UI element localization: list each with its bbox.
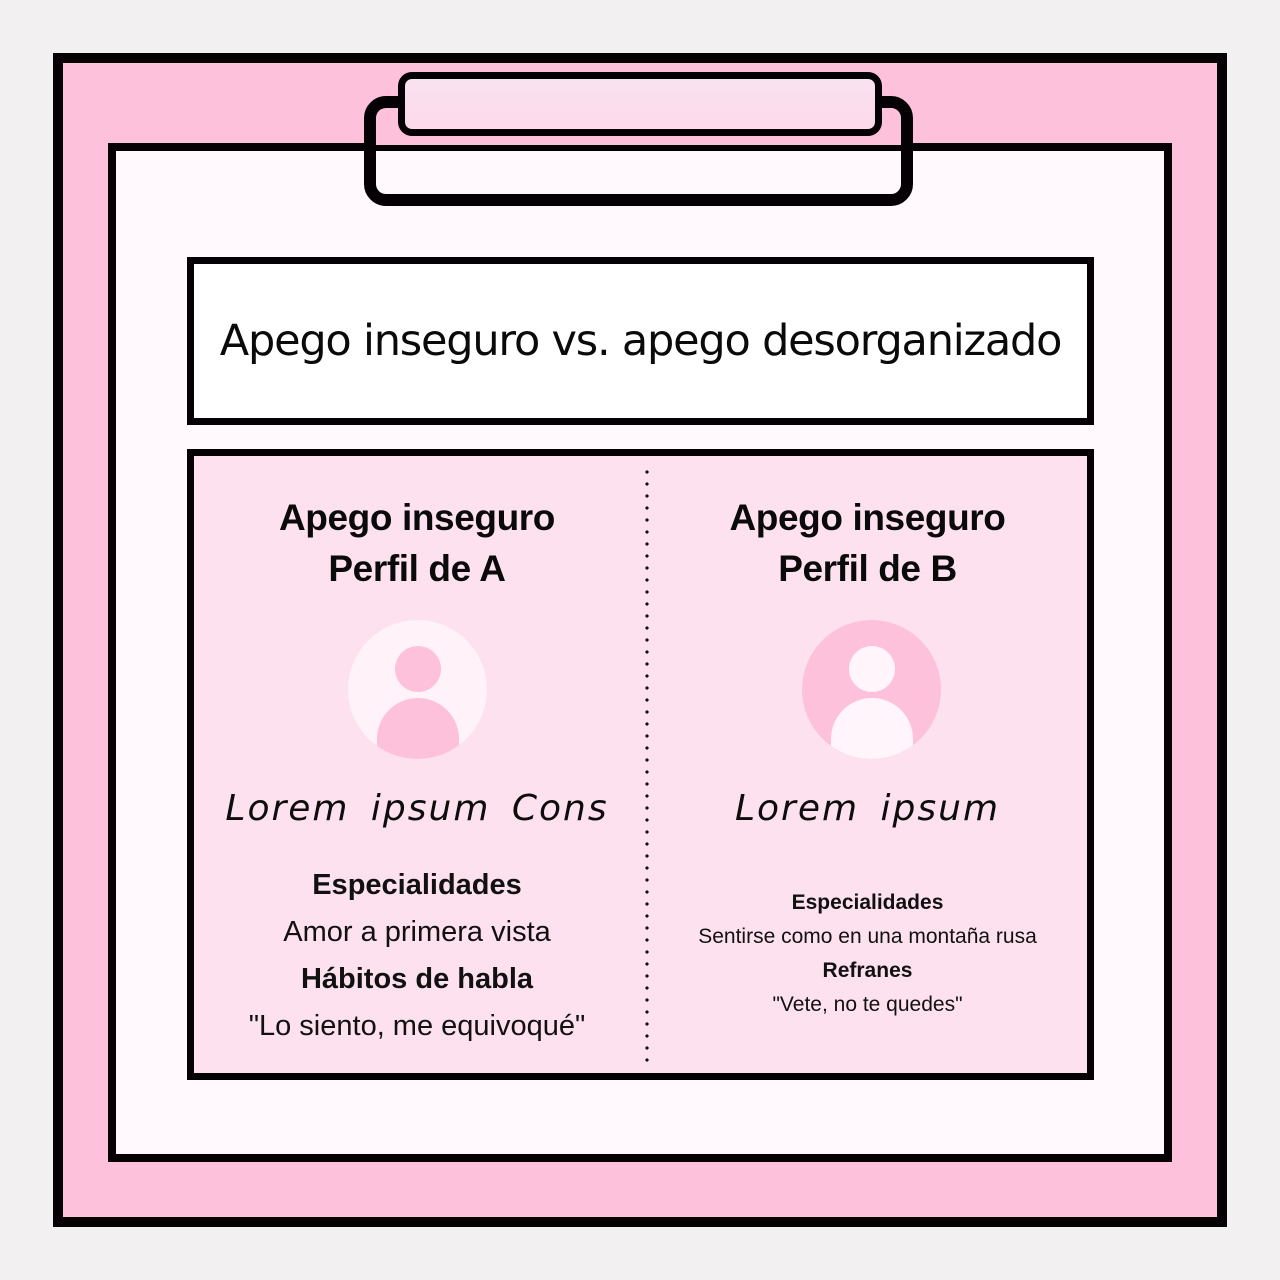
profile-details: Especialidades Sentirse como en una mont…	[648, 886, 1087, 1022]
profile-card-b: Apego inseguro Perfil de B Lorem ipsum E…	[648, 456, 1087, 1073]
page-title: Apego inseguro vs. apego desorganizado	[219, 316, 1063, 366]
user-avatar-icon	[802, 620, 941, 759]
avatar-body	[831, 698, 913, 759]
specialties-value: Amor a primera vista	[283, 916, 551, 948]
user-avatar-icon	[348, 620, 487, 759]
avatar-body	[377, 698, 459, 759]
profile-card-a: Apego inseguro Perfil de A Lorem ipsum C…	[194, 456, 640, 1073]
speech-habits-value: "Lo siento, me equivoqué"	[248, 1010, 586, 1042]
avatar-head	[849, 646, 895, 692]
sayings-value: "Vete, no te quedes"	[772, 993, 963, 1016]
profile-details: Especialidades Amor a primera vista Hábi…	[194, 862, 640, 1050]
sayings-label: Refranes	[822, 959, 913, 982]
dotted-divider	[645, 466, 649, 1066]
specialties-label: Especialidades	[312, 869, 522, 901]
profile-heading: Apego inseguro Perfil de B	[729, 497, 1006, 589]
speech-habits-label: Hábitos de habla	[300, 963, 534, 995]
specialties-value: Sentirse como en una montaña rusa	[698, 925, 1037, 948]
title-box: Apego inseguro vs. apego desorganizado	[187, 257, 1094, 425]
profile-name: Lorem ipsum Cons	[225, 788, 609, 829]
profile-name: Lorem ipsum	[734, 788, 1001, 829]
profile-heading: Apego inseguro Perfil de A	[278, 497, 556, 589]
specialties-label: Especialidades	[791, 891, 944, 914]
clipboard-clip-top	[398, 72, 882, 136]
comparison-panel: Apego inseguro Perfil de A Lorem ipsum C…	[187, 449, 1094, 1080]
avatar-head	[395, 646, 441, 692]
